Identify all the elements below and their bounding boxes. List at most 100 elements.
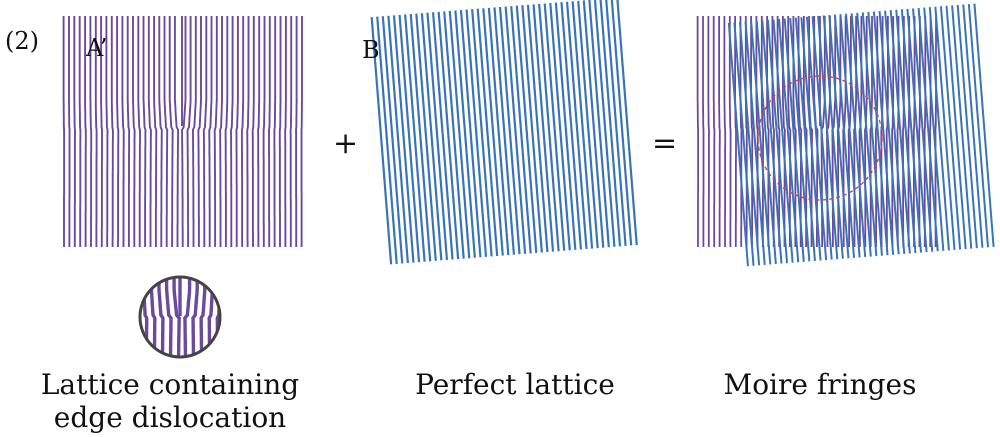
lattice-b-line [538,3,560,252]
lattice-b-line [554,2,577,250]
plus-operator: + [333,126,359,161]
lattice-a-line [186,16,192,247]
lattice-a-line [246,16,250,247]
lattice-b-line [482,8,504,256]
lattice-b-line [498,6,521,255]
lattice-a-line [278,16,282,247]
lattice-a-line [853,16,857,247]
lattice-a-line [100,16,103,247]
panel-b-letter: B [362,36,380,64]
lattice-b-line [789,18,811,262]
lattice-a-line [696,16,699,247]
lattice-b-line [861,12,883,256]
lattice-b-line [398,14,421,263]
lattice-a-line [912,16,916,247]
lattice-a-line [199,277,207,357]
inset-border [138,275,222,359]
lattice-b-line [750,21,772,265]
lattice-b-perfect [370,0,638,265]
panel-a-letter: A’ [86,34,108,62]
lattice-b-line [387,15,409,264]
moire-overlay-lattice [727,3,995,267]
lattice-a-line [750,16,754,247]
lattice-b-line [459,9,482,258]
lattice-b-line [917,7,939,252]
lattice-a-line [126,16,131,247]
lattice-a-line [934,16,937,247]
lattice-a-line [158,16,163,247]
lattice-a-line [219,16,223,247]
lattice-b-line [443,11,465,259]
lattice-b-line [822,15,844,259]
lattice-b-line [577,0,599,249]
lattice-b-line [571,1,594,249]
lattice-b-line [895,9,917,254]
lattice-b-line [543,3,566,251]
lattice-b-line [582,0,605,248]
lattice-b-line [510,6,532,254]
lattice-b-line [733,22,755,266]
lattice-b-line [928,7,950,251]
lattice-a-line [902,16,905,247]
lattice-b-line [738,21,761,266]
lattice-b-line [616,0,638,246]
lattice-a-line [110,16,114,247]
lattice-a-line [172,277,181,357]
lattice-a-line [257,16,261,247]
lattice-b-line [526,4,549,253]
lattice-b-line [967,3,990,248]
lattice-a-line [225,276,228,357]
lattice-a-line [140,277,141,357]
lattice-a-line [121,16,125,248]
lattice-a-line [224,16,229,247]
lattice-a-line [723,16,727,247]
lattice-b-line [370,17,393,265]
caption-moire: Moire fringes [700,368,940,401]
lattice-b-line [605,0,627,246]
lattice-b-line [426,12,449,261]
lattice-a-line [300,16,303,247]
lattice-a-line [142,16,147,247]
caption-lattice-b-line-1: Perfect lattice [415,368,615,401]
lattice-a-line [712,16,716,247]
lattice-b-line [805,16,828,261]
caption-lattice-a-line-2: edge dislocation [53,401,287,434]
lattice-b-line [588,0,610,248]
lattice-a-line [702,16,705,247]
lattice-a-line [105,16,109,247]
lattice-b-line [800,17,822,261]
lattice-b-line [923,7,945,251]
lattice-a-line [262,16,266,247]
lattice-b-line [794,17,816,262]
lattice-a-line [268,16,271,247]
lattice-a-line [208,16,213,247]
lattice-b-line [476,8,499,257]
lattice-b-line [420,13,443,261]
lattice-b-line [532,4,555,252]
lattice-a-line [776,16,781,247]
lattice-b-line [431,12,454,260]
lattice-b-line [415,13,437,261]
lattice-a-line [94,16,98,247]
lattice-a-line [84,16,87,247]
lattice-a-line [907,16,911,247]
lattice-b-line [828,14,850,259]
lattice-a-line [771,16,775,247]
lattice-a-line [289,16,293,247]
caption-lattice-a: Lattice containing edge dislocation [20,368,320,434]
lattice-a-line [153,16,158,247]
lattice-a-line [62,16,66,247]
lattice-b-line [956,4,978,249]
lattice-b-line [549,2,571,251]
lattice-a-line [147,16,152,247]
lattice-a-line [116,16,120,247]
lattice-a-line [168,16,174,247]
lattice-b-line [900,9,923,253]
lattice-b-line [727,22,749,267]
lattice-b-line [817,15,839,260]
lattice-a-line [89,16,93,247]
lattice-b-line [610,0,633,246]
lattice-a-line [191,16,197,247]
